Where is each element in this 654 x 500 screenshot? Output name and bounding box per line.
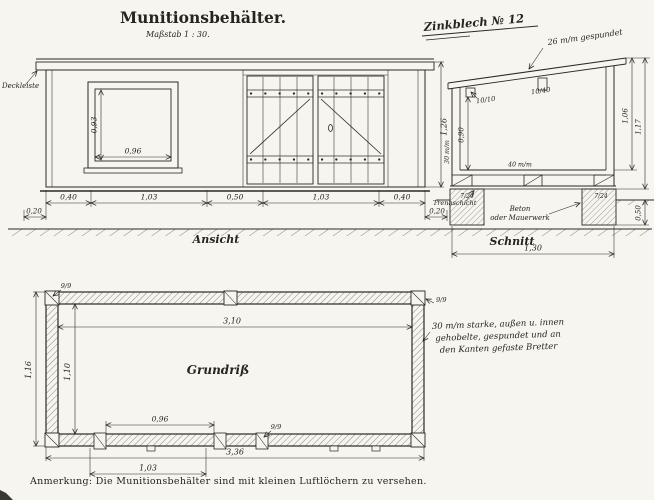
dim-purlin: 10/40	[530, 86, 551, 97]
purlin-section	[465, 87, 476, 98]
dim-inner-depth: 1,10	[63, 363, 72, 381]
ansicht-dimensions: 0,93 0,96 1,26 0,40 1,03 0,50 1	[23, 61, 449, 221]
deckleiste-callout: Deckleiste	[1, 70, 39, 90]
dim-window-height: 0,93	[90, 116, 99, 133]
label-trennschicht: Trennschicht	[433, 199, 477, 207]
board-annotation: 30 m/m starke, außen u. innen gehobelte,…	[432, 317, 564, 356]
section-roof	[447, 57, 627, 98]
schnitt-view: Zinkblech № 12 26 m/m gespundet 10/10 10…	[421, 11, 654, 258]
terrain-line	[8, 228, 652, 236]
plan-posts	[44, 290, 426, 452]
section-floor	[451, 169, 615, 187]
dim-chain-1: 0,40	[60, 193, 77, 202]
dim-window-opening: 0,96	[152, 415, 169, 424]
dim-overhang-left: 0,20	[26, 208, 42, 216]
post-size-bottom: 9/9	[271, 423, 281, 431]
dim-door-offset: 1,03	[139, 464, 157, 473]
dim-inner-height: 0,90	[458, 127, 466, 143]
ansicht-view-label: Ansicht	[192, 233, 240, 246]
dim-outer-width: 3,36	[226, 448, 244, 457]
dim-chain-4: 1,03	[313, 193, 330, 202]
dim-window-width: 0,96	[125, 147, 142, 156]
dim-inner-width: 3,10	[223, 317, 241, 326]
scale-note: Maßstab 1 : 30.	[145, 30, 210, 39]
annotation-line-3: den Kanten gefaste Bretter	[440, 342, 559, 356]
dim-foundation-depth: 0,50	[635, 205, 643, 221]
grundriss-dimensions: 3,10 1,10 0,96 1,16 3,36 1,03 9/9 9/9 9/…	[24, 282, 446, 477]
grundriss-view-label: Grundriß	[187, 363, 249, 377]
deckleiste-label: Deckleiste	[1, 82, 39, 90]
dim-sill-right: 7/24	[594, 193, 608, 200]
note-zinkblech: Zinkblech № 12	[422, 11, 525, 34]
dim-chain-3: 0,50	[227, 193, 244, 202]
dim-floor-boards: 40 m/m	[507, 162, 532, 169]
dim-chain-5: 0,40	[394, 193, 411, 202]
double-doors	[246, 75, 385, 185]
page-title: Munitionsbehälter.	[120, 8, 286, 27]
note-roof-boards: 26 m/m gespundet	[546, 27, 624, 47]
post-size-top-left: 9/9	[61, 282, 71, 290]
scan-artifact	[0, 490, 13, 500]
dim-total-height: 1,26	[440, 118, 449, 136]
section-walls	[451, 66, 615, 186]
dim-rafter: 10/10	[475, 95, 496, 106]
dim-wall-boards: 30 m/m	[444, 140, 451, 164]
foundation	[436, 185, 654, 226]
front-wall	[40, 69, 430, 192]
dim-overhang-right: 0,20	[429, 208, 445, 216]
schnitt-dimensions: 0,90 1,06 1,17 0,50 1,30	[451, 57, 650, 258]
door-handle	[328, 124, 333, 132]
ansicht-view: 0,93 0,96 1,26 0,40 1,03 0,50 1	[1, 58, 449, 246]
annotation-line-2: gehobelte, gespundet und an	[435, 330, 561, 344]
roof-fascia	[35, 58, 435, 71]
annotation-line-1: 30 m/m starke, außen u. innen	[432, 317, 564, 332]
grundriss-view: 3,10 1,10 0,96 1,16 3,36 1,03 9/9 9/9 9/…	[24, 282, 564, 477]
label-beton-1: Beton	[509, 205, 531, 213]
title-block: Munitionsbehälter. Maßstab 1 : 30.	[120, 8, 286, 39]
dim-chain-2: 1,03	[141, 193, 158, 202]
dim-height-eave: 1,06	[622, 108, 630, 124]
rafter-section	[537, 77, 548, 91]
post-size-top-right: 9/9	[436, 296, 446, 304]
label-beton-2: oder Mauerwerk	[490, 214, 549, 222]
dim-section-width: 1,30	[524, 244, 542, 253]
dim-sill-left: 7/24	[460, 193, 474, 200]
window	[83, 81, 183, 174]
schnitt-view-label: Schnitt	[490, 235, 535, 248]
dim-outer-depth: 1,16	[24, 361, 33, 379]
dim-height-total: 1,17	[635, 119, 643, 135]
footnote: Anmerkung: Die Munitionsbehälter sind mi…	[29, 476, 427, 487]
